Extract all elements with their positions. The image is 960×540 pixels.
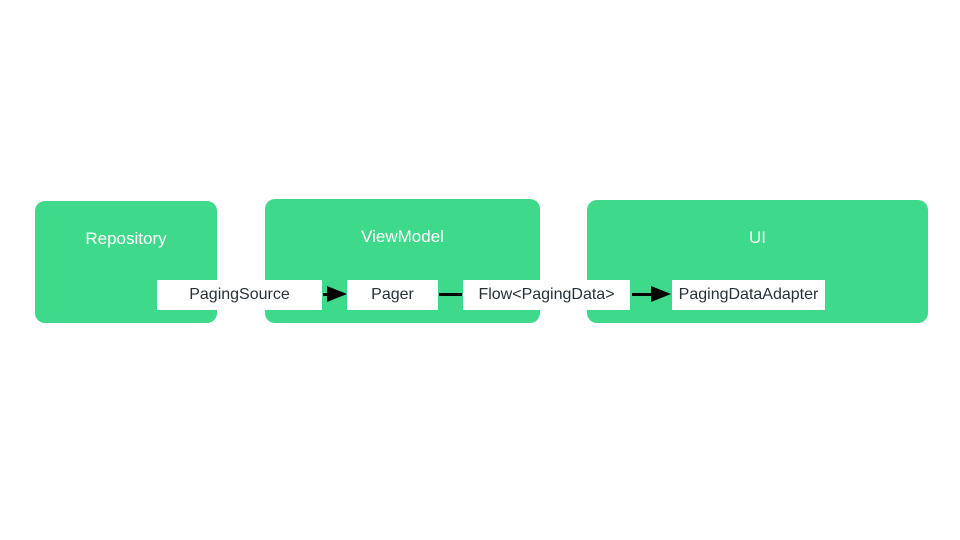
arrow-paging-source-to-pager [323,293,330,296]
component-flow-paging-data: Flow<PagingData> [463,280,630,310]
component-paging-data-adapter: PagingDataAdapter [672,280,825,310]
component-pager: Pager [347,280,438,310]
arrowhead-icon [651,286,671,302]
layer-repository-title: Repository [85,229,167,248]
component-paging-source: PagingSource [157,280,322,310]
line-pager-to-flow [439,293,462,296]
layer-ui-title: UI [749,228,766,247]
layer-viewmodel-title: ViewModel [361,227,444,246]
arrow-flow-to-paging-data-adapter [632,293,654,296]
layer-repository: Repository [35,201,217,323]
arrowhead-icon [327,286,347,302]
